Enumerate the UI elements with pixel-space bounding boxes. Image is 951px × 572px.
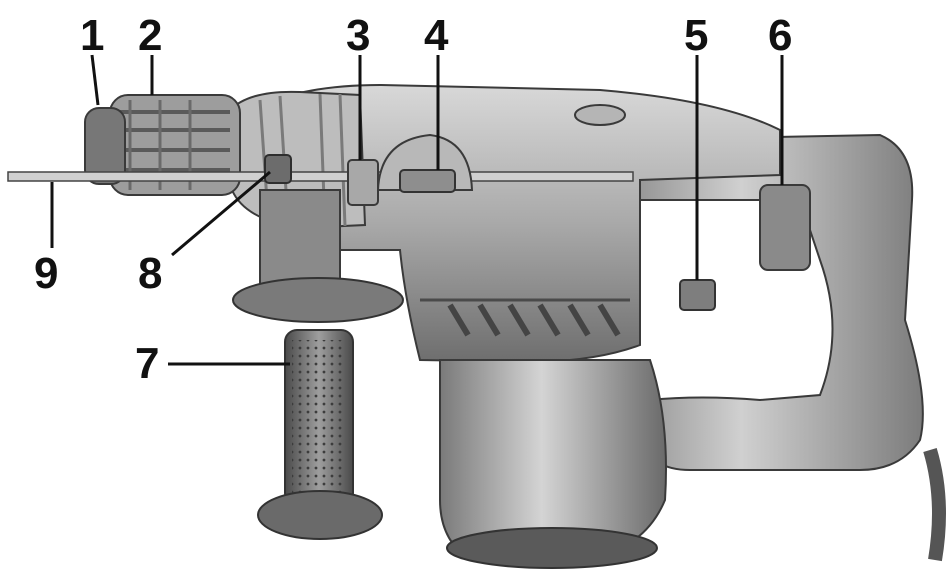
auxiliary-handle[interactable] <box>232 189 404 540</box>
mode-selector-switch[interactable] <box>376 133 474 193</box>
depth-stop-lock-screw[interactable] <box>264 154 292 184</box>
on-off-trigger[interactable] <box>759 184 811 271</box>
safety-lock-button[interactable] <box>679 279 716 311</box>
rear-handle <box>618 133 946 562</box>
callouts: 1 2 3 4 5 6 7 8 9 <box>34 11 792 388</box>
callout-label-6: 6 <box>768 11 792 60</box>
chuck-assembly <box>84 94 241 196</box>
callout-label-1: 1 <box>80 11 104 60</box>
callout-label-4: 4 <box>424 11 449 60</box>
callout-label-8: 8 <box>138 249 162 298</box>
depth-stop-clamp[interactable] <box>347 159 379 206</box>
motor-base <box>446 527 658 569</box>
power-cord <box>923 447 946 562</box>
callout-label-7: 7 <box>135 339 159 388</box>
callout-label-3: 3 <box>346 11 370 60</box>
grip-texture <box>292 340 346 495</box>
tool-holder-cap[interactable] <box>84 107 126 185</box>
callout-label-2: 2 <box>138 11 162 60</box>
callout-label-5: 5 <box>684 11 708 60</box>
housing-cap <box>574 104 626 126</box>
depth-stop-rod[interactable] <box>7 171 634 182</box>
housing-vents <box>420 298 630 337</box>
callout-label-9: 9 <box>34 249 58 298</box>
